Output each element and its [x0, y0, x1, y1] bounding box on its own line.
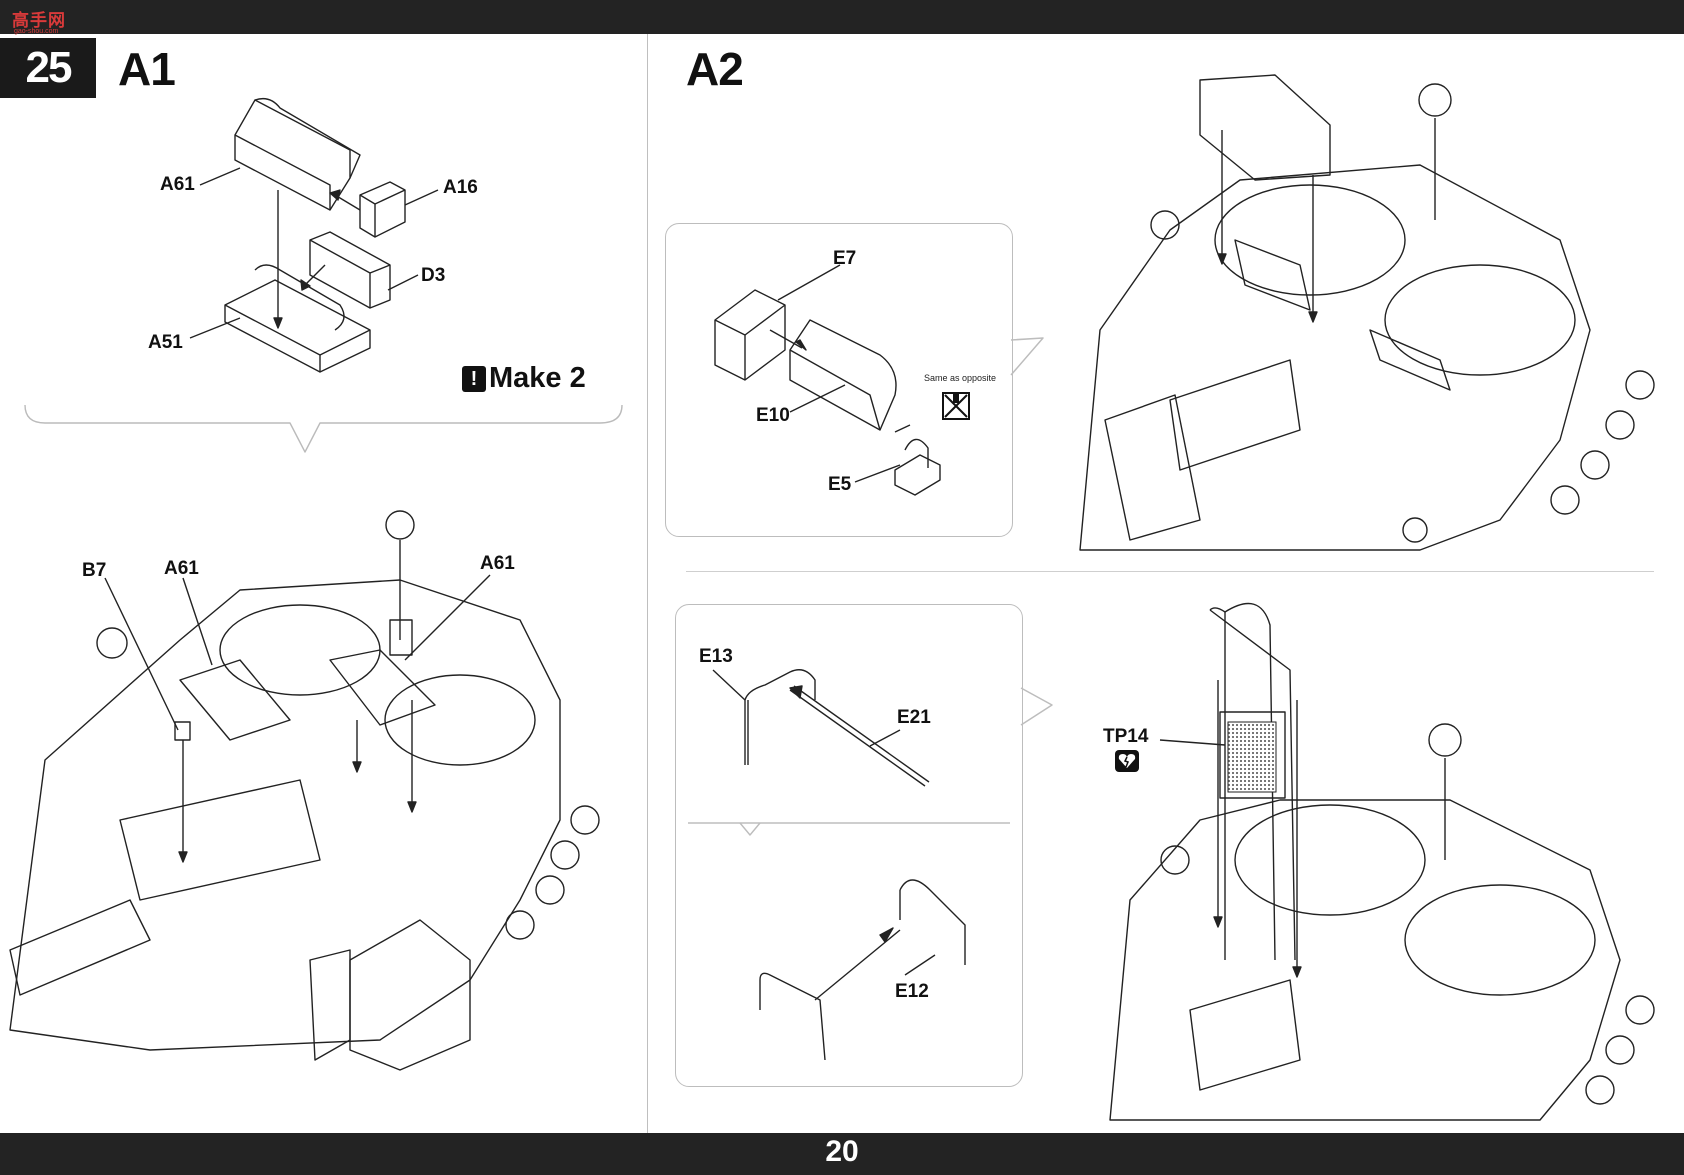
warning-icon: ! [462, 365, 486, 392]
label-e12: E12 [895, 981, 929, 1002]
turret-left [9, 510, 600, 1071]
make-two-note: ! Make 2 [462, 362, 586, 395]
part-e21 [789, 685, 930, 787]
tp14-mesh [1227, 721, 1277, 793]
label-a61-right: A61 [480, 553, 515, 574]
label-e7: E7 [833, 248, 857, 269]
label-a16: A16 [443, 177, 478, 198]
label-same-as-opposite: Same as opposite [924, 373, 997, 383]
not-glue-icon [942, 392, 970, 420]
part-e12 [759, 879, 966, 1061]
section-divider [686, 571, 1654, 572]
label-e10: E10 [756, 405, 790, 426]
label-e21: E21 [897, 707, 931, 728]
label-b7: B7 [82, 560, 107, 581]
label-tp14: TP14 [1103, 726, 1149, 747]
bottom-bar [0, 1133, 1684, 1175]
page-divider [647, 34, 648, 1133]
part-a16 [359, 181, 406, 238]
callout-e12-handle [675, 604, 1023, 1087]
part-d3 [309, 231, 391, 309]
label-d3: D3 [421, 265, 446, 286]
part-a61-housing [234, 97, 361, 211]
part-e10 [789, 319, 897, 431]
label-e13: E13 [699, 646, 733, 667]
step-number: 25 [0, 38, 96, 98]
turret-lower-right [1109, 602, 1655, 1121]
turret-upper-right [1079, 74, 1655, 551]
watermark-logo: 高手网 gao-shou.com [12, 11, 66, 35]
part-e5 [894, 438, 941, 496]
photo-etch-icon [1114, 749, 1140, 773]
section-title-a1: A1 [118, 43, 176, 95]
top-bar [0, 0, 1684, 34]
page-number: 20 [825, 1135, 859, 1168]
section-title-a2: A2 [686, 43, 744, 95]
part-e7 [714, 289, 786, 381]
label-e5: E5 [828, 474, 852, 495]
callout-e-parts [665, 223, 1013, 537]
part-a51 [224, 264, 371, 373]
label-a61-left: A61 [164, 558, 199, 579]
label-a51: A51 [148, 332, 183, 353]
part-e13 [744, 669, 816, 765]
label-a61: A61 [160, 174, 195, 195]
